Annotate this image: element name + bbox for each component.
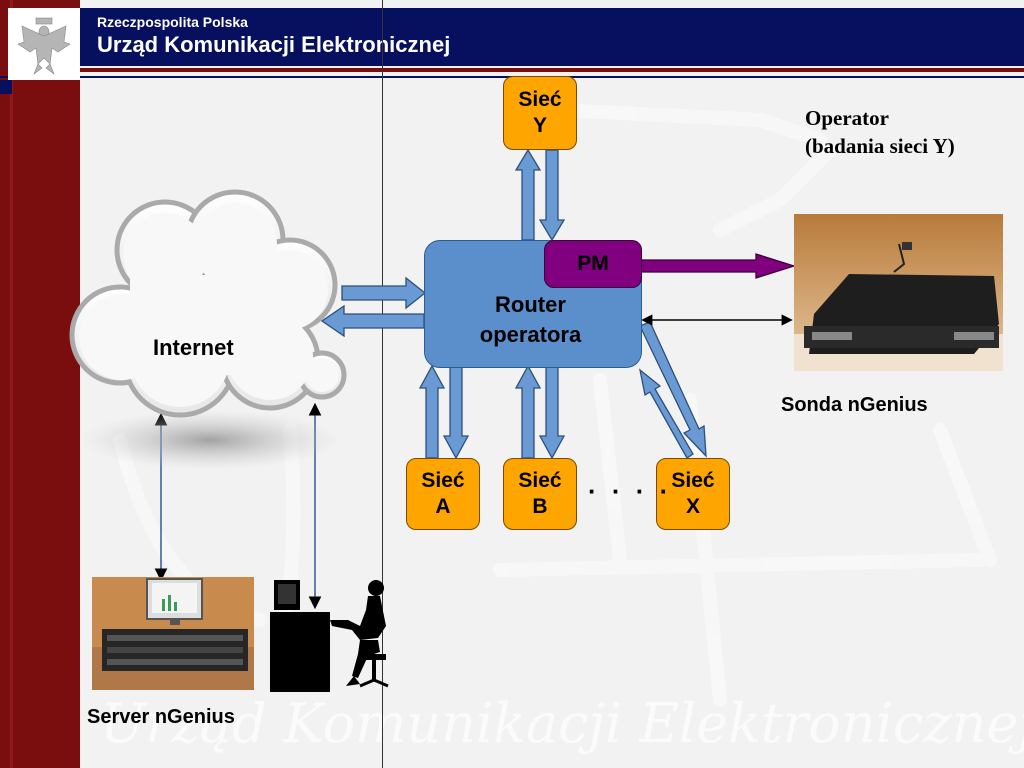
- pm-box: PM: [544, 240, 642, 288]
- siec-y-box: Sieć Y: [503, 76, 577, 150]
- header-underline: [80, 68, 1024, 72]
- siec-x-line1: Sieć: [671, 469, 715, 492]
- siec-a-line1: Sieć: [421, 469, 465, 492]
- arrow-pm-to-sonda: [639, 253, 797, 279]
- server-label: Server nGenius: [87, 706, 235, 728]
- siec-y-line1: Sieć: [518, 88, 562, 111]
- siec-x-box: Sieć X: [656, 458, 730, 530]
- header-banner: [80, 8, 1024, 66]
- eagle-crest-logo: [8, 8, 80, 80]
- siec-a-box: Sieć A: [406, 458, 480, 530]
- header-stub: [0, 80, 12, 94]
- siec-x-line2: X: [685, 495, 700, 518]
- server-ngenius-photo: [92, 577, 254, 690]
- siec-a-line2: A: [435, 495, 451, 518]
- operator-label-line1: Operator: [805, 106, 889, 130]
- siec-y-line2: Y: [532, 114, 547, 137]
- arrow-router-to-siec-a: [442, 365, 470, 460]
- watermark-text: Urząd Komunikacji Elektronicznej: [100, 692, 1024, 755]
- sonda-ngenius-photo: [794, 214, 1003, 371]
- sonda-label: Sonda nGenius: [781, 394, 928, 416]
- siec-b-line2: B: [532, 495, 548, 518]
- eagle-icon: [17, 17, 71, 75]
- router-label-line2: operatora: [479, 322, 582, 347]
- operator-label: Operator (badania sieci Y): [805, 104, 955, 160]
- arrow-siec-x-to-router: [639, 368, 694, 459]
- router-label: Router operatora: [448, 290, 613, 350]
- vertical-divider: [382, 0, 383, 768]
- sidebar-edge: [10, 0, 13, 768]
- user-at-computer-icon: [270, 580, 389, 692]
- arrow-router-to-siec-y: [514, 148, 542, 241]
- internet-label: Internet: [153, 335, 234, 360]
- siec-b-box: Sieć B: [503, 458, 577, 530]
- arrow-router-to-siec-x: [639, 321, 707, 458]
- header-subtitle: Rzeczpospolita Polska: [97, 14, 248, 30]
- left-sidebar-band: [0, 0, 80, 768]
- arrow-siec-y-to-router: [538, 149, 566, 242]
- header-title: Urząd Komunikacji Elektronicznej: [97, 32, 451, 57]
- arrow-internet-to-router: [341, 276, 427, 310]
- router-label-line1: Router: [495, 292, 566, 317]
- network-ellipsis: · · · ·: [588, 476, 673, 506]
- arrow-siec-b-to-router: [514, 364, 542, 459]
- operator-label-line2: (badania sieci Y): [805, 134, 955, 158]
- siec-b-line1: Sieć: [518, 469, 562, 492]
- arrow-siec-a-to-router: [418, 364, 446, 459]
- internet-cloud: [69, 189, 347, 470]
- arrow-router-to-internet: [320, 304, 425, 338]
- arrow-router-to-siec-b: [538, 365, 566, 460]
